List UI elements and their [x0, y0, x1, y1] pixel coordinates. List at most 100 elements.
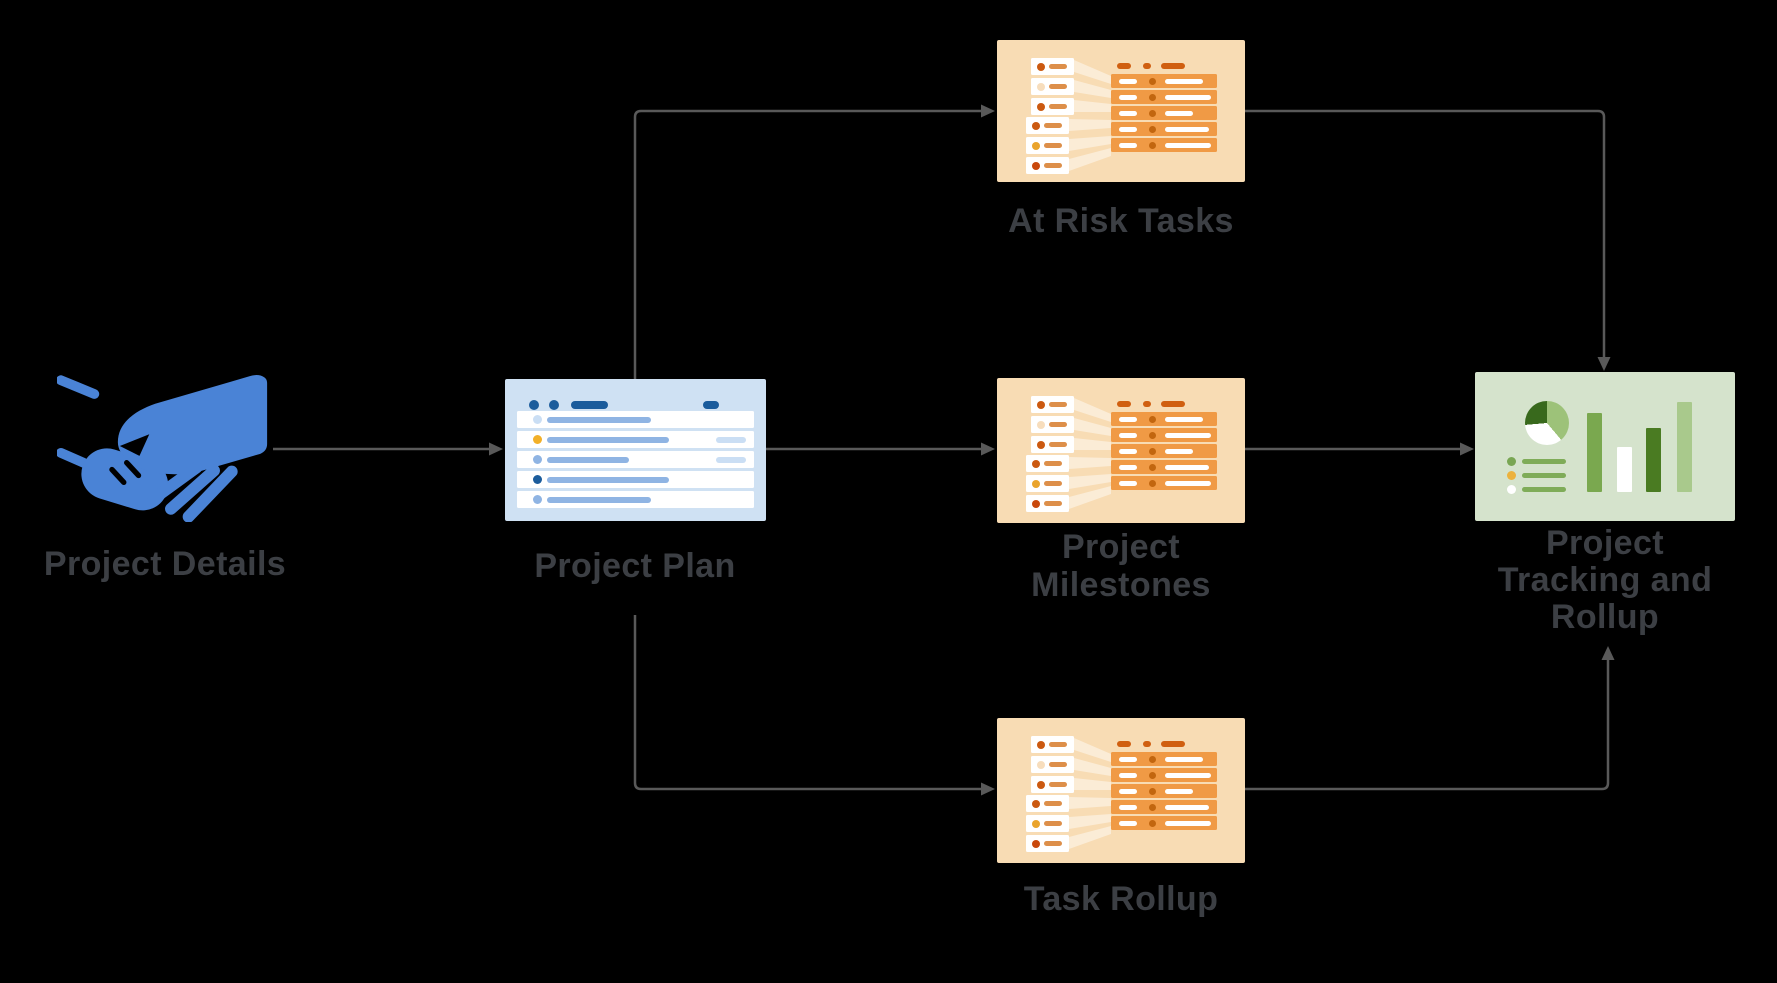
plan-row [517, 491, 754, 508]
text-bar [1049, 442, 1067, 447]
cell-bar [1119, 464, 1137, 470]
header-dot [549, 400, 559, 410]
status-dot [1149, 447, 1156, 455]
cell-bar [1119, 94, 1137, 100]
legend-dot [1507, 485, 1516, 494]
project-plan-label: Project Plan [534, 547, 736, 585]
status-dot [1149, 431, 1156, 439]
funnel-wedges [1069, 398, 1111, 509]
text-bar [1044, 841, 1062, 846]
task-list-row [1031, 396, 1074, 413]
cell-bar [1119, 416, 1137, 422]
legend-bar [1522, 473, 1566, 478]
status-dot [1032, 799, 1040, 808]
arrowhead [489, 442, 503, 456]
text-bar [547, 456, 629, 463]
header-dot [1143, 63, 1151, 69]
meta-bar [716, 456, 746, 463]
text-bar [1049, 64, 1067, 69]
table-header [1117, 401, 1217, 407]
task-list-row [1026, 157, 1069, 174]
status-dot [1037, 780, 1045, 789]
table-row [1111, 444, 1217, 458]
status-dot [1149, 787, 1156, 795]
project-milestones-card [997, 378, 1245, 523]
status-dot [1149, 771, 1156, 779]
status-dot [1149, 77, 1156, 85]
header-bar [1161, 741, 1185, 747]
cell-bar [1165, 416, 1203, 422]
table-row [1111, 412, 1217, 426]
cell-bar [1165, 94, 1211, 100]
project-plan-card [505, 379, 766, 521]
header-dot [1143, 741, 1151, 747]
cell-bar [1119, 788, 1137, 794]
cell-bar [1119, 110, 1137, 116]
text-bar [547, 496, 651, 503]
task-list-row [1026, 455, 1069, 472]
task-list-row [1026, 475, 1069, 492]
status-dot [1032, 459, 1040, 468]
table-row [1111, 752, 1217, 766]
task-list-row [1031, 756, 1074, 773]
cell-bar [1165, 480, 1211, 486]
arrowhead [981, 782, 995, 796]
text-bar [1049, 782, 1067, 787]
table-row [1111, 816, 1217, 830]
task-list-row [1031, 736, 1074, 753]
cell-bar [1119, 756, 1137, 762]
table-row [1111, 122, 1217, 136]
table-row [1111, 784, 1217, 798]
cell-bar [1165, 448, 1193, 454]
cell-bar [1165, 756, 1203, 762]
table-row [1111, 428, 1217, 442]
plan-row [517, 471, 754, 488]
plan-row [517, 451, 754, 468]
funnel-wedges [1069, 738, 1111, 849]
bar-chart-bar [1617, 447, 1632, 492]
header-dot [529, 400, 539, 410]
task-list-row [1026, 117, 1069, 134]
legend-dot [1507, 471, 1516, 480]
edge-plan-to-taskrollup [633, 615, 981, 791]
at-risk-tasks-card [997, 40, 1245, 182]
text-bar [547, 436, 669, 443]
text-bar [1049, 762, 1067, 767]
header-bar [703, 401, 719, 409]
header-bar [1117, 401, 1131, 407]
text-bar [547, 416, 651, 423]
status-dot [1037, 400, 1045, 409]
table-row [1111, 90, 1217, 104]
task-list-row [1031, 78, 1074, 95]
status-dot [533, 475, 542, 484]
task-list-row [1026, 815, 1069, 832]
cell-bar [1119, 126, 1137, 132]
status-dot [1149, 803, 1156, 811]
task-rollup-card [997, 718, 1245, 863]
edge-atrisk-to-tracking [1245, 109, 1606, 357]
label-line: Rollup [1550, 598, 1660, 636]
project-milestones-label: Project Milestones [971, 528, 1271, 604]
table-row [1111, 106, 1217, 120]
text-bar [1044, 163, 1062, 168]
status-dot [1037, 760, 1045, 769]
table-row [1111, 460, 1217, 474]
task-list-row [1026, 137, 1069, 154]
table-row [1111, 138, 1217, 152]
at-risk-tasks-label: At Risk Tasks [1008, 202, 1234, 240]
funnel-wedges [1069, 60, 1111, 171]
status-dot [1037, 102, 1045, 111]
status-dot [533, 455, 542, 464]
task-list-row [1031, 776, 1074, 793]
legend-dot [1507, 457, 1516, 466]
status-dot [1149, 479, 1156, 487]
text-bar [1049, 84, 1067, 89]
label-line: Project [1061, 528, 1181, 566]
project-tracking-card [1475, 372, 1735, 521]
arrowhead [1460, 442, 1474, 456]
task-list-row [1026, 835, 1069, 852]
cell-bar [1165, 110, 1193, 116]
text-bar [1044, 461, 1062, 466]
label-line: Tracking and [1497, 561, 1713, 599]
status-dot [1032, 161, 1040, 170]
